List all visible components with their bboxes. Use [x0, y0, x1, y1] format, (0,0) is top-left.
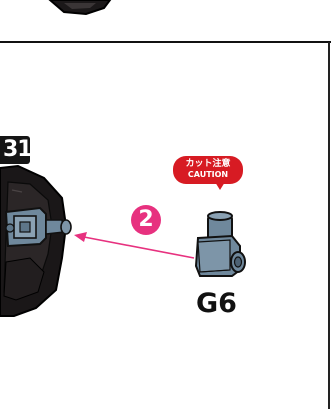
connector-part-g6 — [194, 211, 246, 277]
caution-text-en: CAUTION — [187, 170, 229, 179]
shield-part — [0, 164, 72, 317]
previous-step-part — [48, 0, 112, 16]
caution-text-jp: カット注意 — [185, 159, 231, 169]
step-number-badge: 31 — [0, 136, 33, 164]
order-number-badge: 2 — [131, 205, 161, 235]
insert-arrow — [74, 232, 195, 259]
part-label: G6 — [196, 288, 237, 319]
caution-bubble: カット注意 CAUTION — [173, 156, 243, 190]
